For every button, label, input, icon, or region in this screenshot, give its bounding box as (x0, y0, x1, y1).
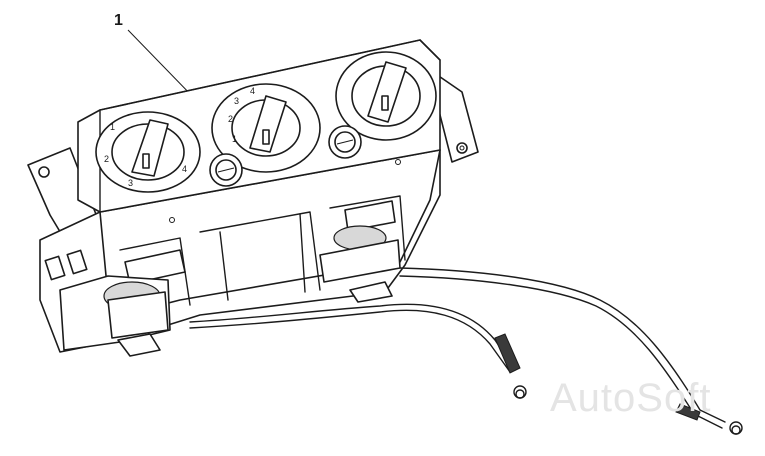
watermark-text: AutoSoft (550, 376, 712, 420)
left-knob-scale-label-3: 3 (128, 178, 133, 188)
part-callout-number: 1 (114, 12, 123, 29)
right-mounting-bracket (429, 69, 479, 163)
middle-knob-scale-label-4: 4 (250, 86, 255, 96)
left-selector-button (209, 153, 243, 187)
left-knob-scale-label-4: 4 (182, 164, 187, 174)
middle-control-knob: 1 2 3 4 (211, 83, 321, 173)
control-cable-long (399, 267, 743, 435)
middle-knob-scale-label-3: 3 (234, 96, 239, 106)
housing-body (39, 149, 441, 357)
control-cable-short (189, 303, 527, 399)
left-knob-scale-label-1: 1 (110, 122, 115, 132)
right-selector-button (328, 125, 362, 159)
left-control-knob: 1 2 3 4 (95, 111, 201, 193)
callout-leader-line (127, 29, 197, 101)
middle-knob-scale-label-1: 1 (232, 134, 237, 144)
right-control-knob (335, 51, 437, 141)
left-knob-scale-label-2: 2 (104, 154, 109, 164)
middle-knob-scale-label-2: 2 (228, 114, 233, 124)
